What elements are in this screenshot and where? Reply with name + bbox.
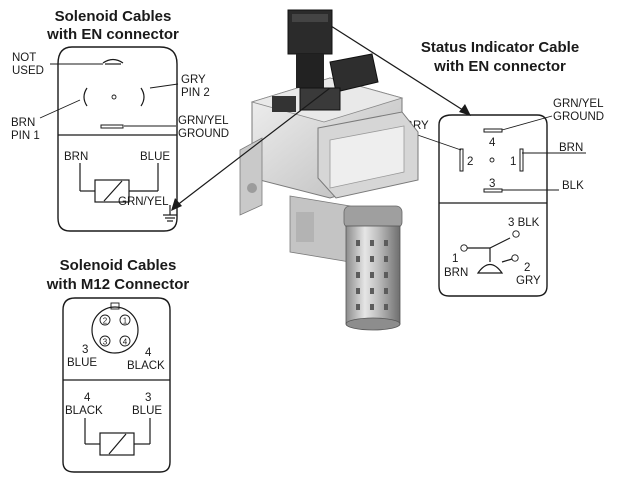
- m12-pin2: [99, 314, 111, 326]
- status-label-two: 2: [524, 262, 530, 274]
- solenoid-en-title-line2: with EN connector: [46, 26, 179, 43]
- status-title-line1: Status Indicator Cable: [421, 39, 579, 56]
- status-label-brn: BRN: [559, 142, 583, 154]
- m12-label-black: BLACK: [127, 360, 165, 372]
- m12-face: [91, 306, 139, 354]
- status-label-one: 1: [452, 253, 458, 265]
- status-switch-cap: [476, 263, 504, 274]
- pointer-arrows: [171, 25, 471, 211]
- solenoid-en-connector-box: [39, 46, 179, 232]
- label-ground: GROUND: [178, 128, 229, 140]
- arrow-head-status: [459, 104, 471, 116]
- pin-2-contact: [140, 87, 145, 107]
- label-brn: BRN: [11, 117, 35, 129]
- label-used: USED: [12, 65, 44, 77]
- m12-pin3: [99, 335, 111, 347]
- m12-label-3b: 3: [145, 392, 151, 404]
- m12-pin1: [119, 314, 131, 326]
- arrow-head-solenoid: [171, 198, 182, 211]
- label-grnyel: GRN/YEL: [178, 115, 229, 127]
- status-label-ground: GROUND: [553, 111, 604, 123]
- m12-label-4b: 4: [84, 392, 91, 404]
- status-terminal-2: [511, 254, 519, 262]
- label-pin2: PIN 2: [181, 87, 210, 99]
- m12-label-4: 4: [145, 347, 152, 359]
- status-terminal-3: [512, 230, 520, 238]
- status-label-gry-bottom: GRY: [516, 275, 541, 287]
- m12-label-blue-bottom: BLUE: [132, 405, 162, 417]
- status-label-3blk: 3 BLK: [508, 217, 540, 229]
- m12-connector-box: [62, 297, 171, 473]
- status-pin1-contact: [519, 148, 524, 172]
- pin-1-contact: [83, 87, 88, 107]
- label-not: NOT: [12, 52, 36, 64]
- m12-label-blue: BLUE: [67, 357, 97, 369]
- status-pin3-contact: [483, 188, 503, 193]
- status-pin2-number: 2: [467, 156, 473, 168]
- valve-assembly-image: [239, 9, 419, 331]
- m12-label-black-bottom: BLACK: [65, 405, 103, 417]
- status-pin1-number: 1: [510, 156, 516, 168]
- ground-contact: [100, 124, 124, 129]
- label-grnyel-bottom: GRN/YEL: [118, 196, 169, 208]
- not-used-pin: [102, 58, 124, 64]
- status-pin4-number: 4: [489, 137, 496, 149]
- status-label-blk: BLK: [562, 180, 584, 192]
- m12-pin2-number: 2: [103, 317, 108, 326]
- m12-pin1-number: 1: [123, 317, 128, 326]
- m12-pin4: [119, 335, 131, 347]
- status-pin4-contact: [483, 128, 503, 133]
- label-gry: GRY: [181, 74, 206, 86]
- status-title-line2: with EN connector: [433, 58, 566, 75]
- status-center-dot: [489, 157, 495, 163]
- m12-key: [110, 302, 120, 310]
- label-blue-bottom: BLUE: [140, 151, 170, 163]
- label-brn-bottom: BRN: [64, 151, 88, 163]
- m12-label-3: 3: [82, 344, 88, 356]
- label-pin1: PIN 1: [11, 130, 40, 142]
- status-label-grnyel: GRN/YEL: [553, 98, 604, 110]
- m12-pin3-number: 3: [103, 338, 108, 347]
- status-pin2-contact: [459, 148, 464, 172]
- solenoid-en-title-line1: Solenoid Cables: [55, 8, 172, 25]
- status-pin3-number: 3: [489, 178, 495, 190]
- center-dot: [111, 94, 117, 100]
- solenoid-m12-title-line1: Solenoid Cables: [60, 257, 177, 274]
- m12-pin4-number: 4: [123, 338, 128, 347]
- status-label-brn-bottom: BRN: [444, 267, 468, 279]
- solenoid-m12-title-line2: with M12 Connector: [46, 276, 190, 293]
